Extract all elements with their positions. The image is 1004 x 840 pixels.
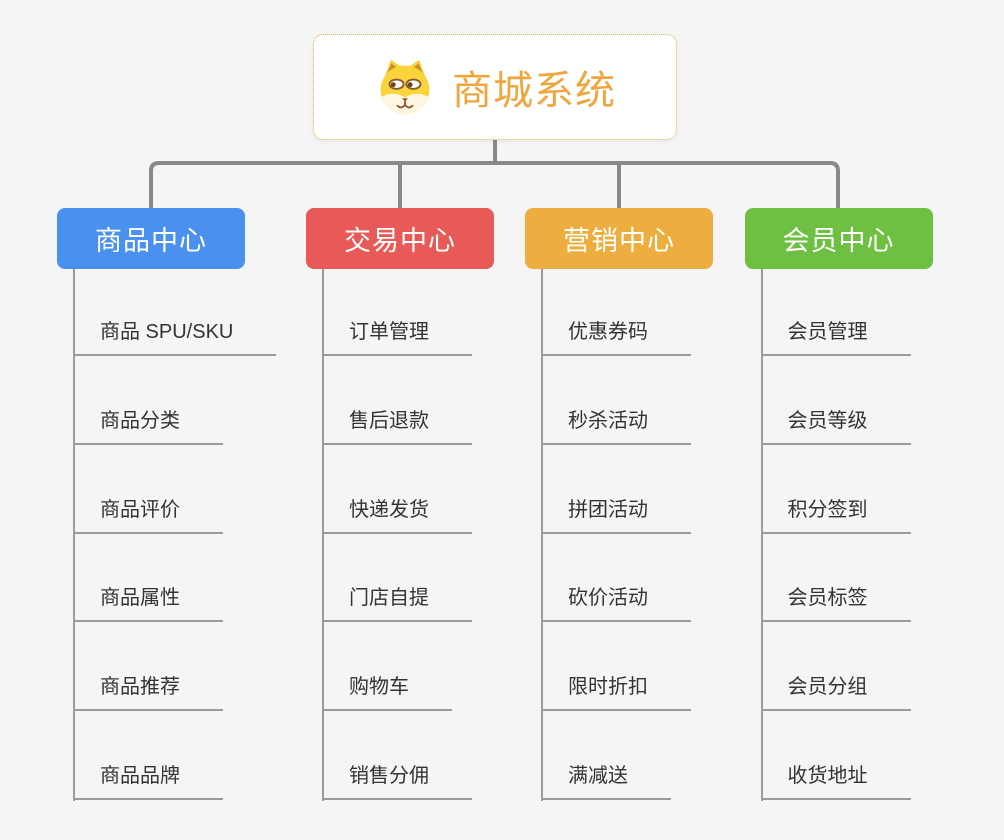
leaf-node[interactable]: 快递发货	[322, 494, 472, 534]
leaf-node[interactable]: 商品推荐	[73, 671, 223, 712]
leaf-node[interactable]: 会员标签	[760, 582, 911, 623]
leaf-node[interactable]: 积分签到	[760, 494, 911, 534]
leaf-node[interactable]: 收货地址	[760, 760, 911, 800]
leaf-node[interactable]: 会员分组	[760, 671, 911, 712]
branch-node-3[interactable]: 营销中心	[525, 208, 713, 269]
leaf-node[interactable]: 购物车	[322, 671, 452, 712]
leaf-node[interactable]: 拼团活动	[541, 494, 691, 534]
leaf-node[interactable]: 砍价活动	[541, 582, 691, 623]
branch-node-1[interactable]: 商品中心	[57, 208, 245, 269]
leaf-node[interactable]: 优惠券码	[541, 316, 691, 356]
branch-node-4[interactable]: 会员中心	[744, 208, 933, 269]
leaf-node[interactable]: 商品 SPU/SKU	[73, 316, 277, 356]
leaf-node[interactable]: 限时折扣	[541, 671, 691, 712]
branch-child-connector	[760, 269, 763, 801]
leaf-node[interactable]: 商品属性	[73, 582, 223, 623]
leaf-node[interactable]: 商品评价	[73, 494, 223, 534]
root-node-label: 商城系统	[452, 69, 616, 113]
root-node[interactable]: 商城系统	[313, 34, 677, 140]
leaf-node[interactable]: 满减送	[541, 760, 671, 800]
leaf-node[interactable]: 秒杀活动	[541, 405, 691, 445]
dog-face-icon	[380, 59, 430, 115]
leaf-node[interactable]: 门店自提	[322, 582, 472, 623]
leaf-node[interactable]: 订单管理	[322, 316, 472, 356]
branch-child-connector	[73, 269, 75, 801]
leaf-node[interactable]: 商品分类	[73, 405, 223, 445]
branch-child-connector	[322, 269, 324, 801]
leaf-node[interactable]: 商品品牌	[73, 760, 223, 800]
branch-node-2[interactable]: 交易中心	[306, 208, 494, 269]
leaf-node[interactable]: 会员管理	[760, 316, 911, 356]
leaf-node[interactable]: 售后退款	[322, 405, 472, 445]
leaf-node[interactable]: 会员等级	[760, 405, 911, 445]
leaf-node[interactable]: 销售分佣	[322, 760, 472, 800]
branch-child-connector	[541, 269, 543, 801]
